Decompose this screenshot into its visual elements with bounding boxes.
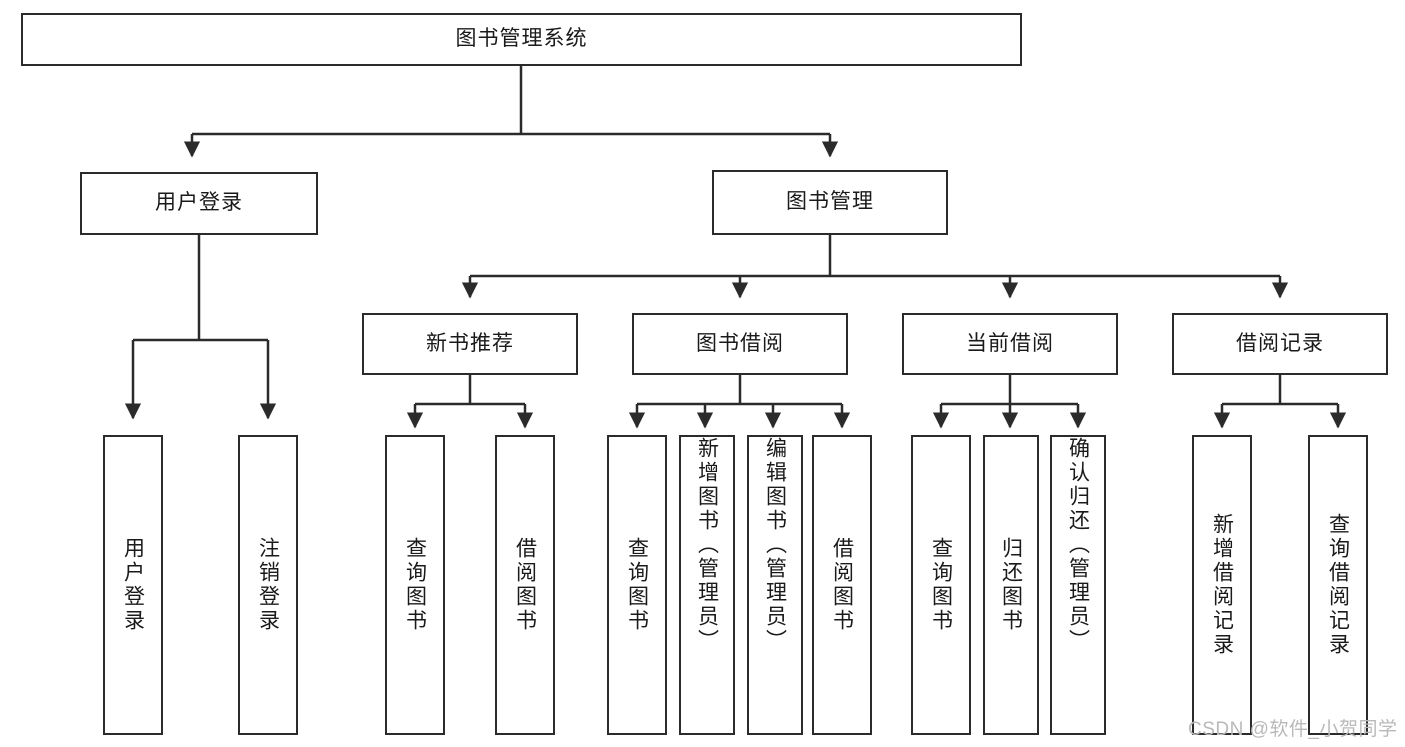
node-book-borrow-label: 图书借阅 <box>696 331 784 355</box>
leaf-user-logout[interactable]: 注销登录 <box>238 435 298 735</box>
leaf-borrow-add-book-label: 新增图书（管理员） <box>695 437 719 653</box>
leaf-current-query-book-label: 查询图书 <box>929 537 953 633</box>
leaf-borrow-query-book[interactable]: 查询图书 <box>607 435 667 735</box>
node-root-label: 图书管理系统 <box>455 27 588 51</box>
leaf-new-book-query-label: 查询图书 <box>403 537 427 633</box>
leaf-current-confirm-return-label: 确认归还（管理员） <box>1066 437 1090 653</box>
node-current-borrow-label: 当前借阅 <box>966 331 1054 355</box>
leaf-borrow-query-book-label: 查询图书 <box>625 537 649 633</box>
node-book-management-label: 图书管理 <box>786 190 874 214</box>
node-current-borrow[interactable]: 当前借阅 <box>902 313 1118 375</box>
leaf-borrow-edit-book-label: 编辑图书（管理员） <box>763 437 787 653</box>
node-new-book-recommend-label: 新书推荐 <box>426 331 514 355</box>
watermark: CSDN @软件_小贺同学 <box>1188 719 1398 740</box>
leaf-user-logout-label: 注销登录 <box>256 537 280 633</box>
leaf-record-query[interactable]: 查询借阅记录 <box>1308 435 1368 735</box>
leaf-new-book-borrow-label: 借阅图书 <box>513 537 537 633</box>
leaf-current-query-book[interactable]: 查询图书 <box>911 435 971 735</box>
node-root[interactable]: 图书管理系统 <box>21 13 1022 66</box>
leaf-new-book-borrow[interactable]: 借阅图书 <box>495 435 555 735</box>
leaf-borrow-borrow-book[interactable]: 借阅图书 <box>812 435 872 735</box>
leaf-borrow-edit-book[interactable]: 编辑图书（管理员） <box>747 435 803 735</box>
node-book-borrow[interactable]: 图书借阅 <box>632 313 848 375</box>
leaf-borrow-add-book[interactable]: 新增图书（管理员） <box>679 435 735 735</box>
leaf-user-login-label: 用户登录 <box>121 537 145 633</box>
node-user-login[interactable]: 用户登录 <box>80 172 318 235</box>
node-new-book-recommend[interactable]: 新书推荐 <box>362 313 578 375</box>
leaf-current-confirm-return[interactable]: 确认归还（管理员） <box>1050 435 1106 735</box>
leaf-record-add-label: 新增借阅记录 <box>1210 513 1234 657</box>
node-book-management[interactable]: 图书管理 <box>712 170 948 235</box>
leaf-record-add[interactable]: 新增借阅记录 <box>1192 435 1252 735</box>
leaf-new-book-query[interactable]: 查询图书 <box>385 435 445 735</box>
leaf-borrow-borrow-book-label: 借阅图书 <box>830 537 854 633</box>
leaf-record-query-label: 查询借阅记录 <box>1326 513 1350 657</box>
node-borrow-record-label: 借阅记录 <box>1236 331 1324 355</box>
node-borrow-record[interactable]: 借阅记录 <box>1172 313 1388 375</box>
node-user-login-label: 用户登录 <box>155 191 243 215</box>
leaf-user-login[interactable]: 用户登录 <box>103 435 163 735</box>
leaf-current-return-book-label: 归还图书 <box>999 537 1023 633</box>
leaf-current-return-book[interactable]: 归还图书 <box>983 435 1039 735</box>
